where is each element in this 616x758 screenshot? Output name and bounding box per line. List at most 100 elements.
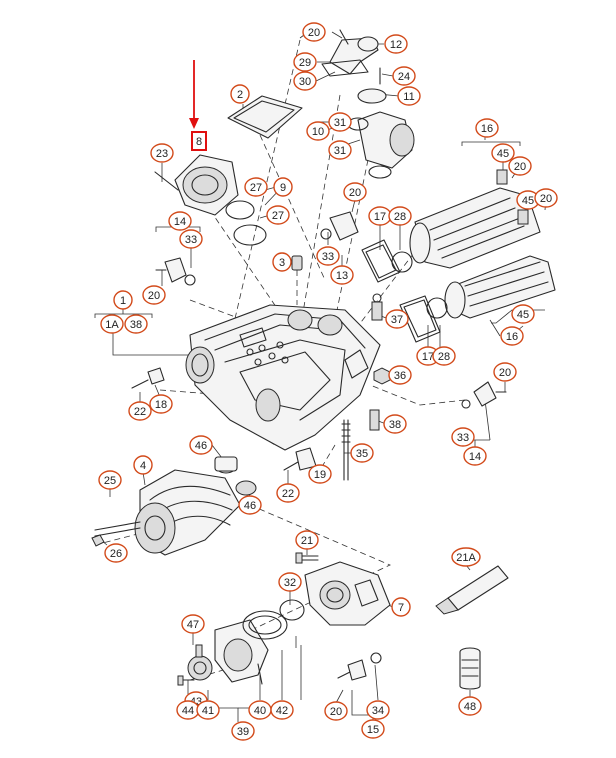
callout-circle — [343, 182, 367, 202]
callout-37: 37 — [385, 309, 409, 329]
callout-number: 47 — [187, 619, 199, 631]
callout-number: 37 — [391, 314, 403, 326]
part-rotor-set-4 — [94, 469, 241, 556]
callout-2: 2 — [230, 84, 250, 104]
callout-number: 41 — [202, 705, 214, 717]
callout-circle — [511, 304, 535, 324]
callout-number: 33 — [185, 234, 197, 246]
callout-46: 46 — [238, 495, 262, 515]
callout-number: 28 — [394, 211, 406, 223]
callout-number: 31 — [334, 145, 346, 157]
callout-number: 16 — [506, 331, 518, 343]
callout-number: 27 — [250, 182, 262, 194]
callout-number: 15 — [367, 724, 379, 736]
callout-number: 28 — [438, 351, 450, 363]
callout-circle — [391, 597, 411, 617]
callout-number: 19 — [314, 469, 326, 481]
callout-circle — [493, 362, 517, 382]
part-charge-air-cooler-16-upper — [409, 169, 541, 269]
callout-number: 31 — [334, 117, 346, 129]
callout-circle — [330, 265, 354, 285]
callout-circle — [534, 188, 558, 208]
callout-9: 9 — [273, 177, 293, 197]
callout-circle — [293, 71, 317, 91]
callout-number: 1 — [120, 295, 126, 307]
callout-circle — [328, 140, 352, 160]
callout-number: 24 — [398, 71, 410, 83]
callout-number: 38 — [389, 419, 401, 431]
callout-circle — [270, 700, 294, 720]
part-sensor-19 — [283, 447, 317, 471]
callout-17: 17 — [416, 346, 440, 366]
callout-number: 44 — [182, 705, 194, 717]
callout-18: 18 — [149, 394, 173, 414]
callout-27: 27 — [244, 177, 268, 197]
callout-8: 8 — [191, 131, 207, 151]
callout-number: 18 — [155, 399, 167, 411]
callout-circle — [100, 314, 124, 334]
part-seal-32 — [279, 599, 305, 621]
callout-circle — [508, 156, 532, 176]
callout-circle — [475, 118, 499, 138]
callout-number: 8 — [196, 136, 202, 148]
callout-33: 33 — [316, 246, 340, 266]
callout-21: 21 — [295, 530, 319, 550]
callout-12: 12 — [384, 34, 408, 54]
callout-circle — [168, 211, 192, 231]
callout-number: 12 — [390, 39, 402, 51]
callout-number: 40 — [254, 705, 266, 717]
part-charge-air-cooler-16-lower — [444, 255, 556, 319]
callout-number: 20 — [330, 706, 342, 718]
callout-circle — [238, 495, 262, 515]
callout-45: 45 — [511, 304, 535, 324]
part-cover-39 — [214, 610, 288, 683]
callout-circle — [189, 435, 213, 455]
callout-number: 1A — [105, 319, 119, 331]
callout-22: 22 — [128, 401, 152, 421]
part-bolt-26 — [91, 534, 105, 547]
callout-circle — [324, 701, 348, 721]
callout-27: 27 — [266, 205, 290, 225]
callout-number: 46 — [244, 500, 256, 512]
callout-circle — [181, 614, 205, 634]
callout-circle — [196, 700, 220, 720]
callout-20: 20 — [493, 362, 517, 382]
part-sensor-38-upper — [371, 293, 383, 321]
callout-circle — [293, 52, 317, 72]
callout-circle — [124, 314, 148, 334]
part-sensor-14 — [155, 257, 196, 286]
callout-7: 7 — [391, 597, 411, 617]
callout-number: 10 — [312, 126, 324, 138]
callout-31: 31 — [328, 112, 352, 132]
callout-17: 17 — [368, 206, 392, 226]
callout-40: 40 — [248, 700, 272, 720]
callout-circle — [273, 177, 293, 197]
callout-31: 31 — [328, 140, 352, 160]
callout-11: 11 — [397, 86, 421, 106]
part-pulley-43 — [187, 644, 213, 681]
callout-number: 23 — [156, 148, 168, 160]
part-bolt-44 — [177, 675, 195, 686]
callout-circle — [361, 719, 385, 739]
callout-circle — [366, 700, 390, 720]
callout-number: 7 — [398, 602, 404, 614]
callout-number: 30 — [299, 76, 311, 88]
callout-number: 36 — [394, 370, 406, 382]
callout-circle — [231, 721, 255, 741]
callout-number: 25 — [104, 475, 116, 487]
callout-number: 35 — [356, 448, 368, 460]
callout-number: 17 — [422, 351, 434, 363]
part-nut-36 — [373, 367, 391, 385]
callout-29: 29 — [293, 52, 317, 72]
callout-15: 15 — [361, 719, 385, 739]
callout-number: 21 — [301, 535, 313, 547]
callout-35: 35 — [350, 443, 374, 463]
callout-circle — [149, 394, 173, 414]
callout-28: 28 — [432, 346, 456, 366]
callout-32: 32 — [278, 572, 302, 592]
callout-number: 34 — [372, 705, 384, 717]
callout-number: 38 — [130, 319, 142, 331]
